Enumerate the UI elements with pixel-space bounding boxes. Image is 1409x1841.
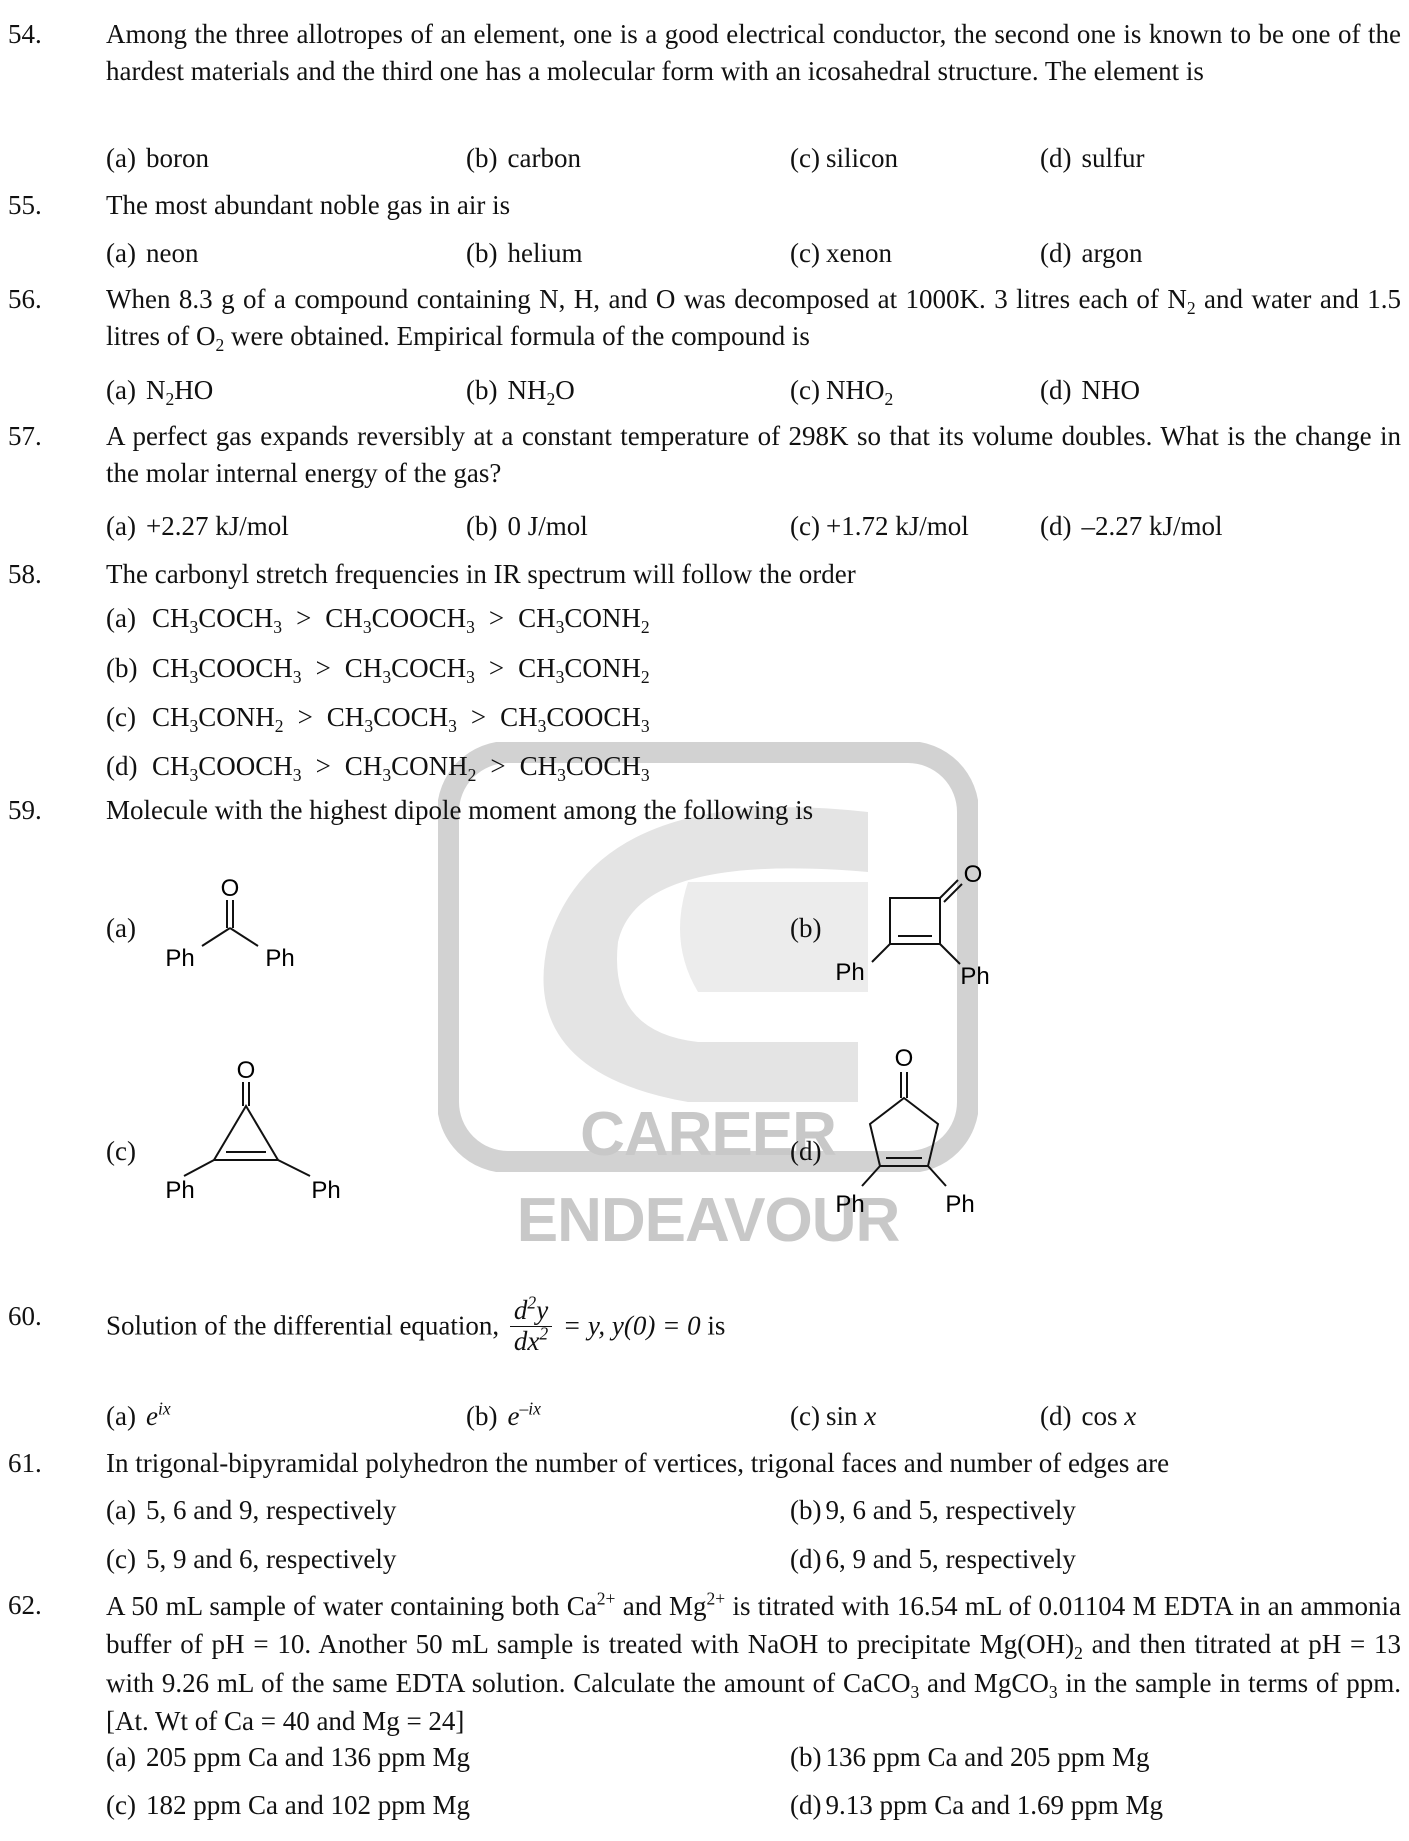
formula-acetone: CH3COCH3 <box>152 603 283 638</box>
option-56a[interactable]: (a)N2HO <box>106 375 214 410</box>
svg-text:Ph: Ph <box>165 1177 194 1204</box>
svg-text:O: O <box>964 861 983 888</box>
option-label: (b) <box>106 653 138 683</box>
option-58a[interactable]: (a) CH3COCH3 > CH3COOCH3 > CH3CONH2 <box>106 600 650 637</box>
option-54d[interactable]: (d)sulfur <box>1040 143 1145 173</box>
svg-text:Ph: Ph <box>311 1177 340 1204</box>
formula-ester: CH3COOCH3 <box>500 702 650 737</box>
greater-than: > <box>488 653 505 683</box>
option-57c[interactable]: (c)+1.72 kJ/mol <box>790 511 969 541</box>
question-number: 60. <box>8 1301 42 1331</box>
svg-text:Ph: Ph <box>945 1191 974 1218</box>
option-56d[interactable]: (d)NHO <box>1040 375 1140 405</box>
option-58d[interactable]: (d) CH3COOCH3 > CH3CONH2 > CH3COCH3 <box>106 748 650 785</box>
greater-than: > <box>315 751 331 781</box>
structure-59a-benzophenone: O Ph Ph <box>165 875 294 972</box>
svg-text:Ph: Ph <box>265 945 294 972</box>
svg-text:O: O <box>221 875 240 902</box>
svg-text:O: O <box>237 1057 256 1084</box>
greater-than: > <box>296 603 312 633</box>
option-label: (d) <box>106 751 138 781</box>
question-text: Molecule with the highest dipole moment … <box>106 795 814 825</box>
option-54b[interactable]: (b)carbon <box>466 143 581 173</box>
question-text: When 8.3 g of a compound containing N, H… <box>106 284 1401 356</box>
option-56b[interactable]: (b)NH2O <box>466 375 575 410</box>
option-label: (c) <box>106 702 136 732</box>
formula-amide: CH3CONH2 <box>152 702 284 737</box>
option-56c[interactable]: (c)NHO2 <box>790 375 894 410</box>
option-62d[interactable]: (d)9.13 ppm Ca and 1.69 ppm Mg <box>790 1790 1163 1820</box>
question-number: 55. <box>8 190 42 220</box>
question-number: 62. <box>8 1590 42 1620</box>
watermark-text: CAREER ENDEAVOUR <box>516 1100 901 1255</box>
svg-text:Ph: Ph <box>960 963 989 990</box>
watermark: CAREER ENDEAVOUR <box>437 741 979 1255</box>
question-text: The carbonyl stretch frequencies in IR s… <box>106 559 856 589</box>
option-60b[interactable]: (b)e–ix <box>466 1398 541 1431</box>
option-61c[interactable]: (c)5, 9 and 6, respectively <box>106 1544 397 1574</box>
structure-59c-cyclopropenone: O Ph Ph <box>165 1057 340 1204</box>
option-60a[interactable]: (a)eix <box>106 1398 171 1431</box>
greater-than: > <box>488 603 505 633</box>
formula-amide: CH3CONH2 <box>518 653 650 688</box>
greater-than: > <box>470 702 487 732</box>
question-text: In trigonal-bipyramidal polyhedron the n… <box>106 1448 1170 1478</box>
greater-than: > <box>490 751 506 781</box>
structure-59d-cyclopentenone: O Ph Ph <box>835 1045 974 1218</box>
option-57b[interactable]: (b)0 J/mol <box>466 511 588 541</box>
greater-than: > <box>297 702 313 732</box>
question-number: 58. <box>8 559 42 589</box>
question-number: 57. <box>8 421 42 451</box>
option-59a[interactable]: (a) <box>106 913 136 943</box>
option-58c[interactable]: (c) CH3CONH2 > CH3COCH3 > CH3COOCH3 <box>106 699 650 736</box>
option-54a[interactable]: (a)boron <box>106 143 209 173</box>
option-55a[interactable]: (a)neon <box>106 238 199 268</box>
option-60c[interactable]: (c)sin x <box>790 1401 877 1431</box>
d2y-dx2-fraction: d2y dx2 <box>509 1294 553 1356</box>
option-61d[interactable]: (d)6, 9 and 5, respectively <box>790 1544 1076 1574</box>
question-number: 56. <box>8 284 42 314</box>
option-61a[interactable]: (a)5, 6 and 9, respectively <box>106 1495 397 1525</box>
option-62c[interactable]: (c)182 ppm Ca and 102 ppm Mg <box>106 1790 470 1820</box>
option-59d[interactable]: (d) <box>790 1136 822 1166</box>
question-text: Solution of the differential equation, d… <box>106 1292 726 1356</box>
option-57d[interactable]: (d)–2.27 kJ/mol <box>1040 511 1223 541</box>
option-55b[interactable]: (b)helium <box>466 238 583 268</box>
svg-text:Ph: Ph <box>835 959 864 986</box>
svg-text:Ph: Ph <box>165 945 194 972</box>
formula-acetone: CH3COCH3 <box>344 653 475 688</box>
svg-text:Ph: Ph <box>835 1191 864 1218</box>
question-text: Among the three allotropes of an element… <box>106 19 1401 87</box>
question-number: 59. <box>8 795 42 825</box>
formula-amide: CH3CONH2 <box>518 603 650 638</box>
question-text: A perfect gas expands reversibly at a co… <box>106 421 1401 489</box>
formula-amide: CH3CONH2 <box>344 751 477 786</box>
structure-59b-cyclobutenone: O Ph Ph <box>835 861 989 990</box>
question-number: 54. <box>8 19 42 49</box>
option-58b[interactable]: (b) CH3COOCH3 > CH3COCH3 > CH3CONH2 <box>106 650 650 687</box>
question-number: 61. <box>8 1448 42 1478</box>
option-54c[interactable]: (c)silicon <box>790 143 898 173</box>
option-59c[interactable]: (c) <box>106 1136 136 1166</box>
question-text: A 50 mL sample of water containing both … <box>106 1588 1402 1736</box>
option-55c[interactable]: (c)xenon <box>790 238 892 268</box>
svg-text:O: O <box>895 1045 914 1072</box>
question-text: The most abundant noble gas in air is <box>106 190 511 220</box>
formula-acetone: CH3COCH3 <box>326 702 457 737</box>
option-62b[interactable]: (b)136 ppm Ca and 205 ppm Mg <box>790 1742 1150 1772</box>
formula-acetone: CH3COCH3 <box>519 751 650 786</box>
formula-ester: CH3COOCH3 <box>152 653 302 688</box>
option-60d[interactable]: (d)cos x <box>1040 1401 1137 1431</box>
option-61b[interactable]: (b)9, 6 and 5, respectively <box>790 1495 1076 1525</box>
formula-ester: CH3COOCH3 <box>152 751 302 786</box>
formula-ester: CH3COOCH3 <box>325 603 475 638</box>
greater-than: > <box>315 653 331 683</box>
option-59b[interactable]: (b) <box>790 913 822 943</box>
option-55d[interactable]: (d)argon <box>1040 238 1143 268</box>
option-62a[interactable]: (a)205 ppm Ca and 136 ppm Mg <box>106 1742 470 1772</box>
watermark-logo-icon <box>437 741 979 1173</box>
option-label: (a) <box>106 603 136 633</box>
option-57a[interactable]: (a)+2.27 kJ/mol <box>106 511 289 541</box>
